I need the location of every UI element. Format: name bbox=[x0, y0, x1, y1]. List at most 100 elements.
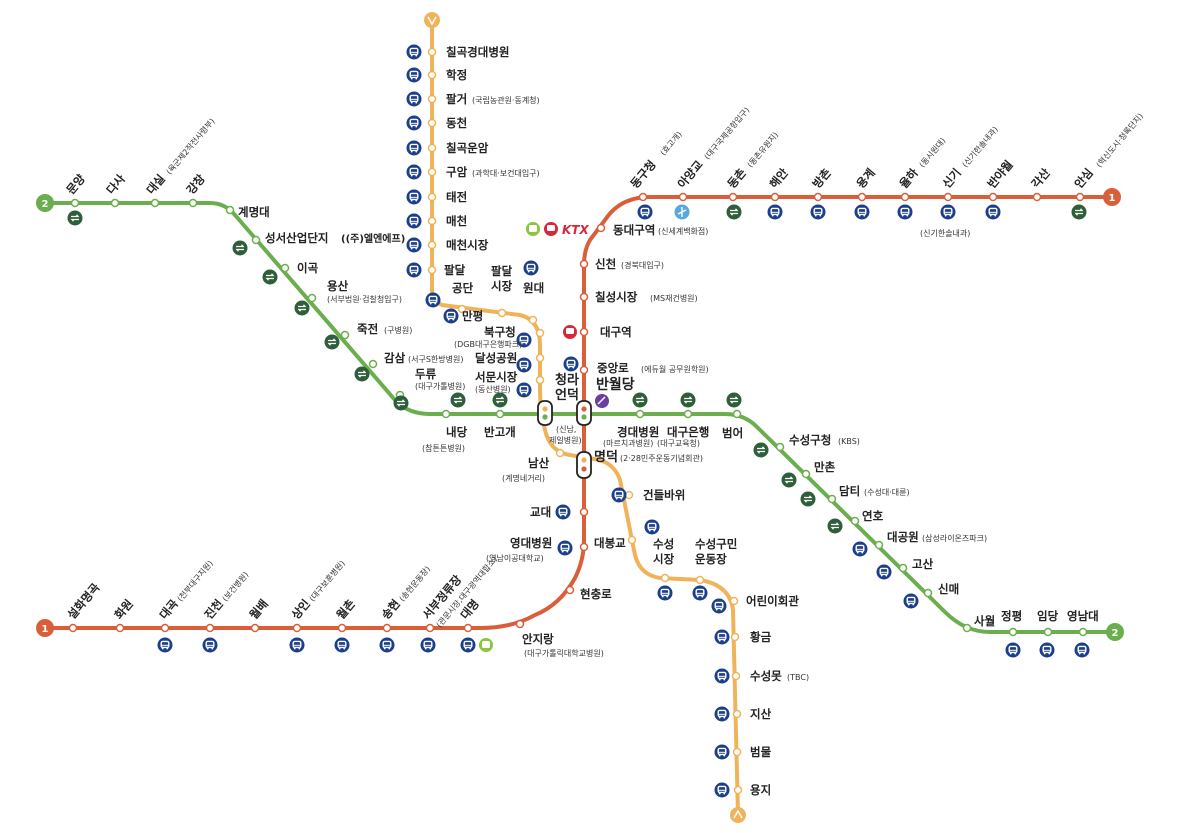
station-sinmae[interactable]: 신매 bbox=[902, 582, 960, 610]
station-jukjeon[interactable]: 죽전 (구병원) bbox=[323, 322, 413, 351]
station-sublabel: (계명네거리) bbox=[502, 473, 545, 483]
station-dongcheon[interactable]: 동천 bbox=[405, 114, 468, 132]
station-hyeonchungno[interactable]: 현충로 bbox=[565, 585, 613, 602]
station-suseong-gucheong[interactable]: 수성구청 (KBS) bbox=[752, 433, 860, 459]
station-suseong-sijang[interactable]: 수성 시장 bbox=[653, 537, 675, 602]
station-label: 각산 bbox=[1029, 165, 1054, 191]
station-wondae[interactable]: 원대 bbox=[523, 281, 544, 325]
station-label: 칠곡경대병원 bbox=[446, 45, 509, 59]
station-keimyung-univ[interactable]: 계명대 bbox=[225, 205, 270, 219]
station-hwanggeum[interactable]: 황금 bbox=[713, 628, 772, 646]
station-jeongpyeong[interactable]: 정평 bbox=[1001, 609, 1022, 659]
station-daegongwon[interactable]: 대공원 (삼성라이온즈파크) bbox=[851, 530, 988, 558]
station-label: 시장 bbox=[653, 552, 675, 566]
station-label: 대실 bbox=[144, 172, 168, 197]
station-hakjeong[interactable]: 학정 bbox=[405, 66, 468, 84]
station-bangchon[interactable]: 방촌 bbox=[810, 165, 835, 221]
station-bangogae[interactable]: 반고개 bbox=[484, 391, 516, 440]
station-maecheon[interactable]: 매천 bbox=[405, 212, 468, 230]
station-label: 이곡 bbox=[297, 261, 319, 275]
station-taejeon[interactable]: 태전 bbox=[405, 188, 468, 206]
station-dongdaegu[interactable]: KTX 동대구역 (신세계백화점) bbox=[526, 222, 708, 237]
station-jisan[interactable]: 지산 bbox=[713, 705, 772, 723]
station-label: 해안 bbox=[767, 165, 792, 191]
station-daegu-bank[interactable]: 대구은행 (대구교육청) bbox=[657, 391, 709, 449]
station-chilgok-unam[interactable]: 칠곡운암 bbox=[405, 139, 489, 157]
station-bukgucheong[interactable]: 북구청 (DGB대구은행파크) bbox=[454, 325, 545, 349]
station-seongseo-industrial[interactable]: 성서산업단지 ((주)엘엔에프) bbox=[231, 231, 406, 257]
station-maecheon-sijang[interactable]: 매천시장 bbox=[405, 236, 489, 254]
station-igok[interactable]: 이곡 bbox=[261, 261, 319, 286]
station-paldal[interactable]: 팔달 bbox=[405, 261, 466, 279]
station-munyang[interactable]: 문양 bbox=[64, 171, 89, 227]
station-jungangno[interactable]: 중앙로 (에듀월 공무원학원) bbox=[562, 355, 709, 376]
station-seomun-sijang[interactable]: 서문시장 (동산병원) bbox=[475, 370, 545, 399]
station-jincheon[interactable]: 진천 (보건병원) bbox=[202, 570, 251, 654]
station-suseong-gumin-stadium[interactable]: 수성구민 운동장 bbox=[691, 537, 738, 602]
station-dalseong-gongwon[interactable]: 달성공원 bbox=[475, 351, 545, 374]
station-suseongmot[interactable]: 수성못 (TBC) bbox=[713, 667, 810, 685]
line-1-terminal-east: 1 bbox=[1103, 188, 1121, 206]
station-sublabel: (동촌유원지) bbox=[746, 131, 781, 170]
station-label: 대구은행 bbox=[667, 425, 709, 439]
station-anjirang[interactable]: 안지랑 (대구가톨릭대학교병원) bbox=[515, 619, 604, 659]
station-gyodae[interactable]: 교대 bbox=[530, 503, 589, 521]
station-sublabel: (서부법원·검찰청입구) bbox=[327, 294, 402, 304]
station-daemyeong[interactable]: 대명 bbox=[458, 597, 493, 654]
station-gongdan[interactable]: 공단 bbox=[452, 281, 474, 314]
station-seolhwa-myeonggok[interactable]: 설화명곡 bbox=[65, 580, 103, 633]
station-label: 안지랑 bbox=[522, 632, 554, 646]
station-sincheon[interactable]: 신천 (경북대입구) bbox=[579, 257, 665, 271]
station-yeongdae-hospital[interactable]: 영대병원 (영남이공대학교) bbox=[486, 536, 589, 563]
terminal-label: 1 bbox=[1109, 193, 1116, 204]
station-chilseong-sijang[interactable]: 칠성시장 (MS재건병원) bbox=[579, 290, 698, 304]
station-damti[interactable]: 담티 (수성대·대륜) bbox=[799, 484, 910, 508]
station-manchon[interactable]: 만촌 bbox=[780, 460, 836, 489]
station-namsan[interactable]: 남산 (계명네거리) bbox=[502, 448, 565, 484]
station-daesil[interactable]: 대실 (육군제2작전사령부) bbox=[144, 116, 217, 208]
station-sawol[interactable]: 사월 bbox=[962, 614, 996, 633]
station-naedang[interactable]: 내당 (참튼튼병원) bbox=[422, 391, 468, 454]
station-gosan[interactable]: 고산 bbox=[875, 557, 934, 581]
station-myeongdeok[interactable]: 명덕 (2·28민주운동기념회관) bbox=[576, 449, 703, 479]
station-beommul[interactable]: 범물 bbox=[713, 743, 772, 761]
station-guam[interactable]: 구암 (과학대·보건대입구) bbox=[405, 163, 540, 181]
station-label: 강창 bbox=[184, 171, 209, 197]
station-yeonho[interactable]: 연호 bbox=[826, 509, 884, 535]
station-donggucheong[interactable]: 동구청 (효고개) bbox=[628, 129, 684, 221]
station-kyungdae-hospital[interactable]: 경대병원 (마르치과병원) bbox=[603, 391, 659, 449]
station-ayanggyo[interactable]: 아양교 (대구국제공항입구) bbox=[674, 106, 752, 220]
station-label: 학정 bbox=[446, 68, 467, 82]
station-beomeo[interactable]: 범어 bbox=[722, 391, 743, 441]
station-cheongna-eondeok[interactable]: 청라 언덕 (신남, 제일병원) bbox=[537, 372, 582, 445]
station-banwoldang[interactable]: 반월당 bbox=[576, 376, 635, 426]
station-daebonggyo[interactable]: 대봉교 bbox=[594, 518, 661, 551]
station-chilgok-kyungdae[interactable]: 칠곡경대병원 bbox=[405, 43, 510, 61]
station-yonggye[interactable]: 용계 bbox=[854, 166, 878, 221]
line-3-terminal-north bbox=[424, 12, 440, 28]
station-duryu[interactable]: 두류 (대구가톨병원) bbox=[392, 367, 466, 412]
station-daegok[interactable]: 대곡 (천부대구지원) bbox=[157, 558, 215, 654]
station-palgeo[interactable]: 팔거 (국립농관원·동계청) bbox=[405, 90, 540, 108]
station-eorini-hoegwan[interactable]: 어린이회관 bbox=[710, 594, 800, 615]
station-yongsan[interactable]: 용산 (서부법원·검찰청입구) bbox=[293, 279, 403, 317]
station-gamsam[interactable]: 감삼 (서구S한방병원) bbox=[353, 351, 464, 383]
station-sublabel: ((주)엘엔에프) bbox=[341, 232, 405, 245]
station-yulha[interactable]: 율하 (동시원대) bbox=[897, 136, 948, 221]
station-label: 태전 bbox=[446, 190, 467, 204]
station-yongji[interactable]: 용지 bbox=[713, 781, 772, 799]
station-haean[interactable]: 해안 bbox=[767, 165, 792, 221]
station-sublabel: (경북대입구) bbox=[621, 260, 664, 270]
station-paldal-sijang[interactable]: 팔달 시장 bbox=[491, 259, 540, 318]
station-label: 달성공원 bbox=[475, 351, 517, 365]
station-sangin[interactable]: 상인 (대구보훈병원) bbox=[289, 558, 347, 654]
station-geondeulbawi[interactable]: 건들바위 bbox=[610, 486, 686, 504]
station-seobu-terminal[interactable]: 서부정류장 (관문시장,대구광역대합소) bbox=[420, 554, 500, 654]
station-daegu-station[interactable]: 대구역 bbox=[563, 325, 632, 339]
station-wolchon[interactable]: 월촌 bbox=[334, 596, 359, 654]
station-imdang[interactable]: 임당 bbox=[1037, 609, 1059, 659]
station-sublabel: (영남이공대학교) bbox=[486, 553, 544, 563]
station-sublabel: (동시원대) bbox=[918, 136, 948, 169]
station-yeungnam-univ[interactable]: 영남대 bbox=[1067, 609, 1099, 659]
station-manpyeong[interactable]: 만평 bbox=[424, 291, 484, 325]
